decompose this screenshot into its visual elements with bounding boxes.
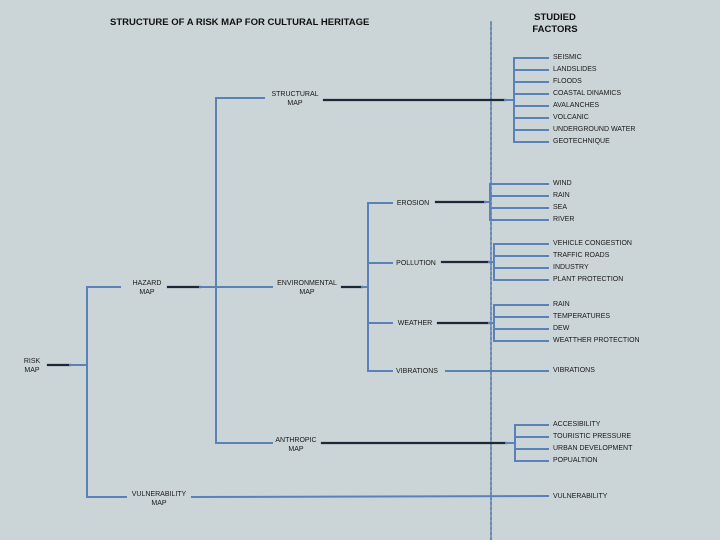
factor-structural-4: AVALANCHES [553,102,600,109]
factor-vibrations-0: VIBRATIONS [553,367,595,374]
factor-pollution-2: INDUSTRY [553,264,589,271]
diagram-title: STRUCTURE OF A RISK MAP FOR CULTURAL HER… [110,17,370,28]
factor-anthropic-3: POPUALTION [553,457,598,464]
factor-structural-7: GEOTECHNIQUE [553,138,610,145]
factor-weather-1: TEMPERATURES [553,313,611,320]
node-anthropic-map: ANTHROPIC MAP [275,437,317,453]
node-hazard-map: HAZARD MAP [132,280,162,296]
factor-pollution-0: VEHICLE CONGESTION [553,240,632,247]
factor-erosion-0: WIND [553,180,572,187]
factor-vulnerability-0: VULNERABILITY [553,493,608,500]
factor-structural-5: VOLCANIC [553,114,589,121]
factor-erosion-1: RAIN [553,192,570,199]
node-environmental-map: ENVIRONMENTAL MAP [277,280,337,296]
factor-structural-1: LANDSLIDES [553,66,597,73]
node-structural-map: STRUCTURAL MAP [271,91,319,107]
factor-erosion-3: RIVER [553,216,575,223]
node-risk-map: RISK MAP [23,358,41,374]
studied-factors-header: STUDIED FACTORS [532,12,578,35]
factor-pollution-1: TRAFFIC ROADS [553,252,610,259]
connector-vulnerability-factor [190,494,550,499]
node-weather: WEATHER [397,320,433,327]
factor-anthropic-1: TOURISTIC PRESSURE [553,433,632,440]
factor-weather-2: DEW [553,325,570,332]
factor-anthropic-2: URBAN DEVELOPMENT [553,445,633,452]
factor-anthropic-0: ACCESIBILITY [553,421,601,428]
factor-weather-3: WEATTHER PROTECTION [553,337,640,344]
node-erosion: EROSION [396,200,430,207]
factor-structural-6: UNDERGROUND WATER [553,126,636,133]
factor-structural-3: COASTAL DINAMICS [553,90,622,97]
factor-structural-0: SEISMIC [553,54,582,61]
node-pollution: POLLUTION [396,260,436,267]
node-vibrations: VIBRATIONS [396,368,438,375]
factor-structural-2: FLOODS [553,78,582,85]
factor-pollution-3: PLANT PROTECTION [553,276,624,283]
factor-erosion-2: SEA [553,204,568,211]
factor-weather-0: RAIN [553,301,570,308]
node-vulnerability-map: VULNERABILITY MAP [131,491,187,507]
